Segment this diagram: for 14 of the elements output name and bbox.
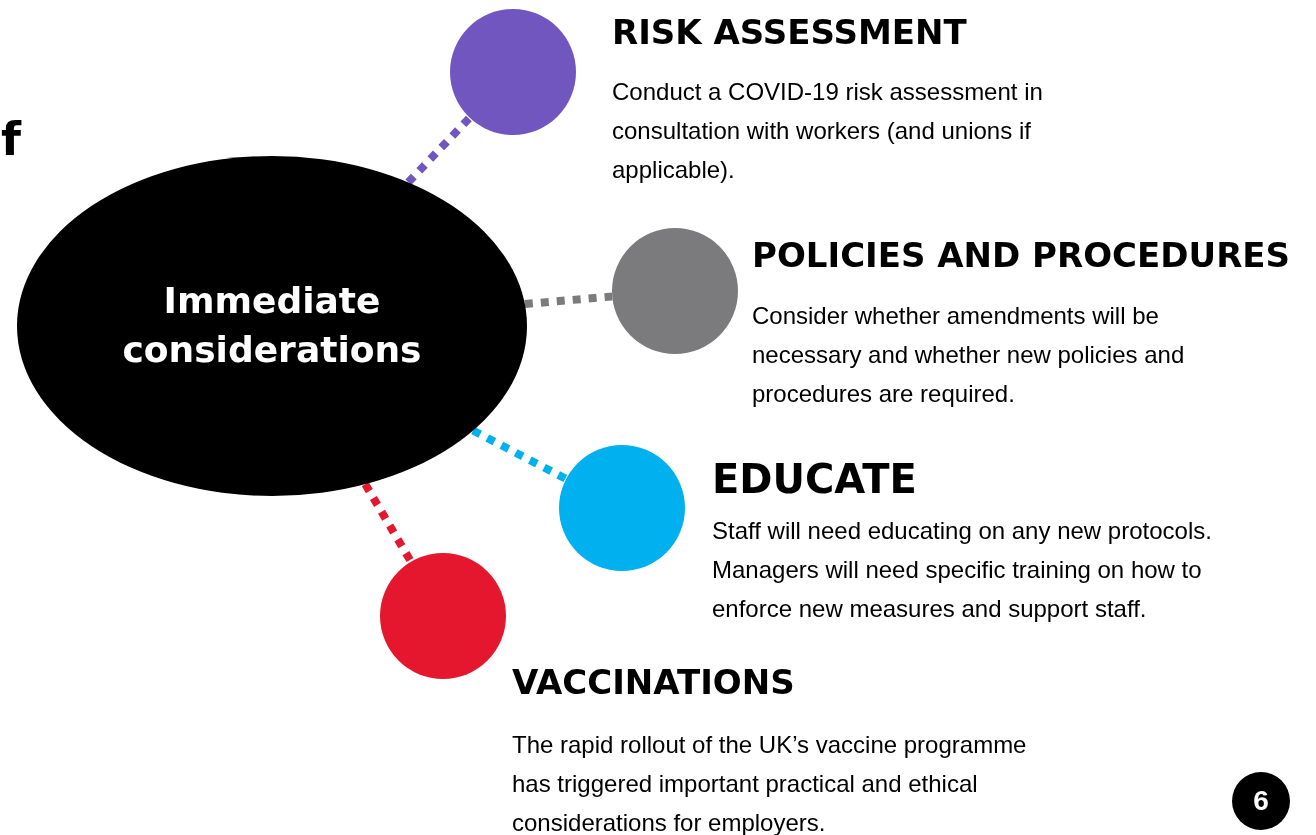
section-heading: EDUCATE: [712, 456, 917, 502]
dotted-connector: [405, 114, 473, 186]
section-heading: POLICIES AND PROCEDURES: [752, 235, 1291, 275]
topic-title: Immediate considerations: [121, 279, 423, 372]
cut-off-title-text: f: [1, 112, 21, 166]
dotted-connector: [471, 427, 568, 483]
page-number-badge: 6: [1232, 772, 1290, 830]
section-heading: VACCINATIONS: [512, 662, 795, 702]
dotted-connector: [524, 292, 613, 309]
section-description: Consider whether amendments will be necessary and whether new policies and procedures are required.: [752, 301, 1186, 409]
section-heading: RISK ASSESSMENT: [612, 12, 967, 52]
section-description: Conduct a COVID-19 risk assessment in consultation with workers (and unions if applicable).: [612, 77, 1044, 185]
section-description: Staff will need educating on any new protocols. Managers will need specific training on how to enforce new measures and support staff.: [712, 516, 1213, 624]
dotted-connector: [361, 482, 415, 564]
